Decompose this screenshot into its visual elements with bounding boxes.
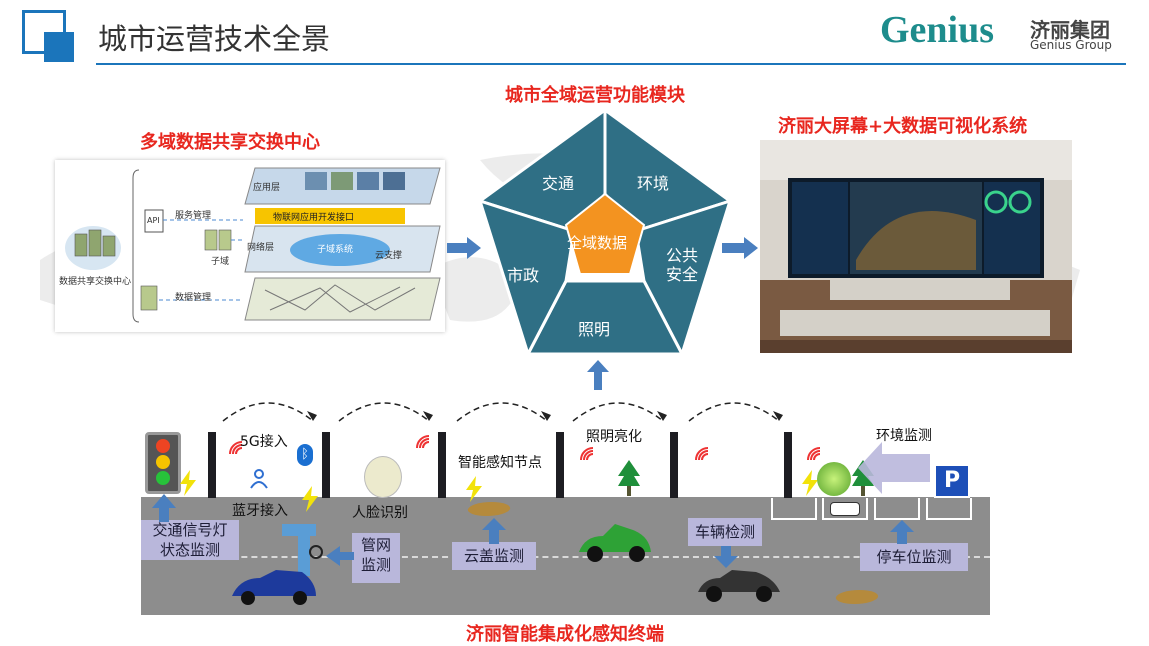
tag-pipe-arrow bbox=[326, 546, 354, 566]
road-center-line bbox=[141, 556, 990, 558]
tag-signal-arrow bbox=[152, 494, 176, 522]
parking-spot bbox=[822, 498, 868, 520]
modules-pentagon bbox=[476, 107, 734, 358]
subdomain-system-label: 子域系统 bbox=[317, 245, 354, 255]
label-bluetooth: 蓝牙接入 bbox=[232, 503, 288, 519]
lightning-icon bbox=[466, 476, 482, 502]
brand-name-cn: 济丽集团 bbox=[1030, 18, 1110, 42]
parked-car-icon bbox=[830, 502, 860, 516]
tag-parking-monitor: 停车位监测 bbox=[860, 543, 968, 571]
brand-name-en: Genius Group bbox=[1030, 38, 1112, 52]
parking-spot bbox=[874, 498, 920, 520]
light-pole bbox=[322, 432, 330, 498]
label-5g: 5G接入 bbox=[240, 434, 288, 450]
terminal-title: 济丽智能集成化感知终端 bbox=[466, 624, 664, 645]
subdomain-label: 子域 bbox=[211, 257, 230, 267]
wifi-icon bbox=[580, 447, 594, 461]
cloud-support-label: 云支撑 bbox=[375, 251, 403, 261]
light-pole bbox=[556, 432, 564, 498]
tag-parking-arrow bbox=[890, 520, 914, 544]
module-environment[interactable]: 环境 bbox=[637, 174, 670, 193]
module-public-safety[interactable]: 公共 安全 bbox=[666, 246, 699, 284]
blue-car-icon bbox=[232, 570, 316, 605]
wifi-icon bbox=[807, 447, 821, 461]
header-logo-square bbox=[22, 10, 74, 62]
light-pole bbox=[438, 432, 446, 498]
tree-icon bbox=[618, 460, 640, 496]
label-sensing: 智能感知节点 bbox=[458, 455, 542, 471]
brand-logo-text: Genius bbox=[880, 9, 995, 51]
brand-logo: Genius 济丽集团 Genius Group bbox=[880, 8, 1130, 58]
tag-manhole-arrow bbox=[482, 518, 506, 544]
person-icon bbox=[250, 469, 268, 489]
header-divider bbox=[96, 63, 1126, 65]
exchange-title: 多域数据共享交换中心 bbox=[140, 132, 320, 153]
arrow-right-1 bbox=[447, 237, 481, 259]
light-pole bbox=[784, 432, 792, 498]
light-pole bbox=[670, 432, 678, 498]
tag-vehicle-detect: 车辆检测 bbox=[688, 518, 762, 546]
parking-spot bbox=[926, 498, 972, 520]
arrow-right-2 bbox=[722, 237, 758, 259]
module-lighting[interactable]: 照明 bbox=[578, 320, 611, 339]
screen-photo bbox=[760, 140, 1072, 353]
traffic-light-icon bbox=[145, 432, 181, 494]
wifi-icon bbox=[229, 441, 243, 455]
exchange-center-label: 数据共享交换中心 bbox=[59, 277, 132, 287]
page-title: 城市运营技术全景 bbox=[98, 22, 331, 56]
bluetooth-icon: ᛒ bbox=[297, 444, 313, 466]
tag-manhole-monitor: 云盖监测 bbox=[452, 542, 536, 570]
exchange-panel: 数据共享交换中心 服务管理 API 子域 数据管理 应用层 物联网应用开发接口 … bbox=[55, 160, 445, 332]
wifi-icon bbox=[695, 447, 709, 461]
label-env: 环境监测 bbox=[876, 428, 932, 444]
module-traffic[interactable]: 交通 bbox=[542, 174, 575, 193]
lightning-icon bbox=[802, 470, 818, 496]
hotrod-car-icon bbox=[698, 570, 780, 602]
light-pole bbox=[208, 432, 216, 498]
label-lighting: 照明亮化 bbox=[586, 429, 642, 445]
parking-spot bbox=[771, 498, 817, 520]
wifi-icon bbox=[416, 435, 430, 449]
signal-arcs bbox=[222, 402, 783, 422]
tag-pipe-monitor: 管网 监测 bbox=[352, 533, 400, 583]
layer-net-label: 网络层 bbox=[247, 243, 275, 253]
api-label: API bbox=[147, 216, 160, 225]
module-center: 全域数据 bbox=[567, 234, 628, 252]
face-recognition-icon bbox=[364, 456, 402, 498]
green-car-icon bbox=[579, 524, 651, 562]
iot-api-label: 物联网应用开发接口 bbox=[273, 213, 355, 223]
env-monitor-arrow bbox=[858, 442, 930, 494]
layer-app-label: 应用层 bbox=[253, 183, 281, 193]
pipe-icon bbox=[282, 524, 323, 576]
screen-title: 济丽大屏幕+大数据可视化系统 bbox=[778, 116, 1028, 137]
lightning-icon bbox=[302, 486, 318, 512]
tag-signal-monitor: 交通信号灯 状态监测 bbox=[141, 520, 239, 560]
data-mgmt-label: 数据管理 bbox=[175, 293, 212, 303]
module-municipal[interactable]: 市政 bbox=[507, 266, 540, 285]
lightning-icon bbox=[180, 470, 196, 496]
tag-vehicle-arrow bbox=[714, 546, 738, 568]
env-sensor-icon bbox=[817, 462, 851, 496]
arrow-up bbox=[587, 360, 609, 390]
parking-sign-icon: P bbox=[934, 464, 970, 498]
service-mgmt-label: 服务管理 bbox=[175, 211, 212, 221]
label-face: 人脸识别 bbox=[352, 505, 408, 521]
modules-title: 城市全域运营功能模块 bbox=[505, 85, 685, 106]
